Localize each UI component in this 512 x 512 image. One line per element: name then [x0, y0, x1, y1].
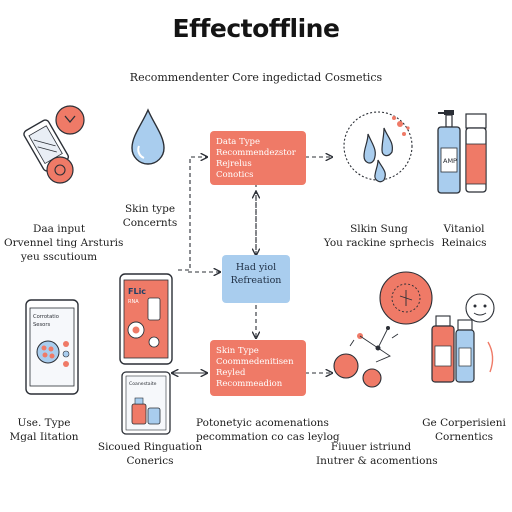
skin-type-box: Skin Type Coommedenitisen Reyled Recomme…	[210, 340, 306, 396]
label-bottom-mid-line2: pecommation co cas leylog	[196, 431, 340, 443]
phone-heading-text: Corrotatio	[33, 314, 59, 320]
label-data-input-line2: Orvennel ting Arsturis	[4, 237, 124, 249]
label-bottom-center-line1: Sicoued Ringuation	[97, 441, 203, 453]
ingredient-bubbles-icon	[333, 271, 433, 388]
label-bottom-mid: Potonetyic acomenations pecommation co c…	[196, 416, 340, 444]
data-type-box: Data Type Recommendezstor Rejrelus Conot…	[210, 131, 306, 185]
water-drop-icon	[131, 108, 165, 165]
label-use-type: Use. Type Mgal Iitation	[4, 416, 84, 444]
label-data-input: Daa input Orvennel ting Arsturis yeu ssc…	[4, 222, 124, 264]
data-input-device-icon	[23, 105, 85, 184]
page-subtitle: Recommendenter Core ingedictad Cosmetics	[129, 71, 383, 84]
label-use-type-line2: Mgal Iitation	[9, 431, 79, 443]
label-skin-type-line2: Concernts	[122, 217, 178, 229]
data-type-line2: Conotics	[216, 170, 254, 180]
label-data-input-line1: Daa input	[32, 223, 86, 235]
bottle-label-text: AMP	[443, 157, 457, 165]
label-bottom-center: Sicoued Ringuation Conerics	[94, 440, 206, 468]
data-type-line1: Recommendezstor Rejrelus	[216, 148, 296, 169]
skin-molecules-icon	[343, 111, 413, 183]
center-box: Had yiol Refreation	[222, 255, 290, 303]
label-bottom-right-mid-line2: Inutrer & acomentions	[316, 455, 438, 467]
phone-analysis-icon: Corrotatio Sesors	[25, 299, 79, 395]
label-bottom-right-mid: Fiuuer istriund Inutrer & acomentions	[316, 440, 438, 468]
tablet-sub-text: RNA	[128, 299, 139, 305]
cosmetic-bottles-icon	[431, 293, 495, 383]
data-type-title: Data Type	[216, 137, 261, 147]
pump-bottle-icon: AMP	[437, 110, 487, 194]
label-use-type-line1: Use. Type	[17, 417, 71, 429]
label-skin-type-line1: Skin type	[124, 203, 176, 215]
label-bottom-mid-line1: Potonetyic acomenations	[196, 417, 329, 429]
arrow-input-to-datatype	[178, 157, 207, 271]
center-box-line1: Had yiol	[235, 262, 277, 273]
label-skin-sung: Slkin Sung You rackine sprhecis	[322, 222, 436, 250]
label-bottom-right-mid-line1: Fiuuer istriund	[330, 441, 412, 453]
label-vitaniol: Vitaniol Reinaics	[424, 222, 504, 250]
phone-sub-text: Sesors	[33, 322, 50, 328]
tablet-heading-text: FLic	[128, 287, 146, 296]
tablet-product-icon: Coanestaite	[121, 371, 171, 435]
label-bottom-right-line1: Ge Corperisieni	[422, 417, 506, 429]
label-data-input-line3: yeu sscutioum	[20, 251, 98, 263]
label-vitaniol-line2: Reinaics	[441, 237, 487, 249]
page-title: Effectoffline	[172, 14, 340, 43]
label-skin-sung-line2: You rackine sprhecis	[323, 237, 435, 249]
label-bottom-center-line2: Conerics	[126, 455, 174, 467]
skin-type-line2: Recommeadion	[216, 379, 283, 389]
label-skin-sung-line1: Slkin Sung	[350, 223, 408, 235]
tablet-coral-icon: FLic RNA	[119, 273, 173, 365]
label-vitaniol-line1: Vitaniol	[443, 223, 485, 235]
skin-type-line1: Coommedenitisen Reyled	[216, 357, 294, 378]
label-bottom-right-line2: Cornentics	[435, 431, 493, 443]
label-skin-type: Skin type Concernts	[100, 202, 200, 230]
center-box-line2: Refreation	[230, 275, 282, 286]
skin-type-title: Skin Type	[216, 346, 259, 356]
tablet2-text: Coanestaite	[129, 381, 157, 387]
label-bottom-right: Ge Corperisieni Cornentics	[420, 416, 508, 444]
